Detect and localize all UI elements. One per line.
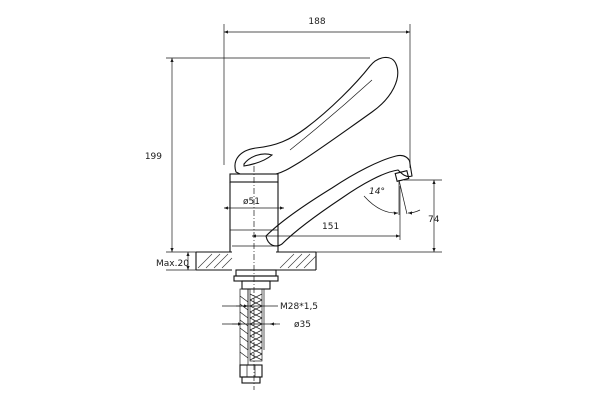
dimension-overall-width: 188	[223, 17, 411, 168]
dimension-spout-height: 74	[316, 179, 442, 253]
shank-diameter-label: ø35	[294, 320, 311, 330]
dimension-spout-angle: 14°	[363, 179, 421, 215]
spout-angle-label: 14°	[369, 187, 385, 197]
max-deck-thickness-label: Max.20	[156, 259, 189, 269]
overall-height-label: 199	[145, 152, 162, 162]
thread-size-label: M28*1,5	[280, 302, 318, 312]
spout-height-label: 74	[428, 215, 440, 225]
deck-section: Max.20	[156, 251, 317, 271]
dimension-thread: M28*1,5	[222, 302, 318, 312]
dimension-spout-reach: 151	[252, 186, 401, 240]
mounting-hardware	[233, 269, 279, 350]
spout-reach-label: 151	[322, 222, 339, 232]
faucet-spout	[265, 154, 413, 247]
dimension-overall-height: 199	[145, 57, 370, 253]
supply-hoses	[239, 288, 263, 384]
body-diameter-label: ø51	[243, 197, 260, 207]
lever-handle	[234, 56, 399, 175]
overall-width-label: 188	[308, 17, 325, 27]
dimension-shank-diameter: ø35	[222, 320, 311, 330]
